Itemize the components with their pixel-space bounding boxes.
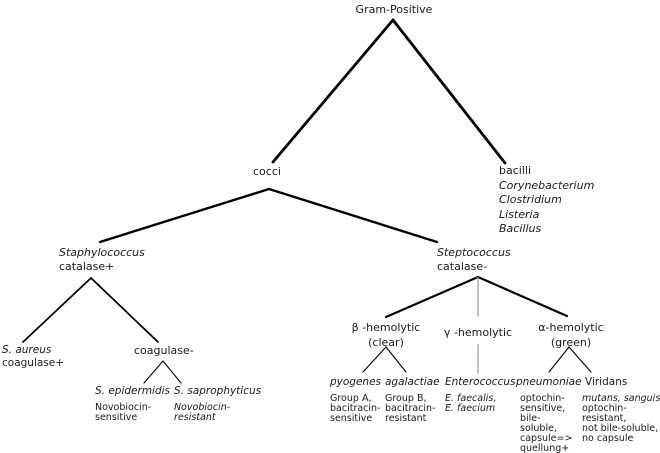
node-s-epidermidis: S. epidermidis Novobiocin- sensitive [95,385,170,423]
desc-line: sensitive [330,413,373,424]
desc-line: quellung+ [520,443,570,453]
edge-staph-coagulase-neg [90,277,159,343]
desc-line: sensitive [95,412,138,423]
test-label: catalase- [437,260,488,273]
edge-root-cocci [271,18,395,164]
species-name: S. saprophyticus [174,385,262,397]
desc-line: Group A, [330,393,372,404]
species-line: mutans, sanguis [582,393,660,404]
edge-coagneg-saprophyticus [162,360,182,384]
node-enterococcus: Enterococcus E. faecalis, E. faecium [445,376,515,414]
edge-staph-aureus [22,277,92,343]
test-label: catalase+ [59,260,115,273]
node-staphylococcus: Staphylococcus catalase+ [59,246,145,274]
bacilli-genus: Clostridium [499,193,562,206]
desc-line: bile- [520,413,541,424]
genus-name: Steptococcus [437,246,511,259]
node-pyogenes: pyogenes Group A, bacitracin- sensitive [330,376,381,424]
edge-cocci-staphylococcus [98,187,271,244]
node-pneumoniae: pneumoniae optochin- sensitive, bile- so… [516,376,582,453]
edge-coagneg-epidermidis [143,360,164,384]
bacilli-label: bacilli [499,164,531,177]
genus-name: Staphylococcus [59,246,145,259]
species-name: agalactiae [385,376,440,388]
desc-line: Novobiocin- [95,402,152,413]
edge-cocci-steptococcus [267,187,439,244]
node-bacilli: bacilli Corynebacterium Clostridium List… [499,164,594,237]
hemolysis-sub: (green) [550,336,592,349]
node-steptococcus: Steptococcus catalase- [437,246,511,274]
edge-alpha-viridans [568,346,592,373]
group-name: Viridans [585,376,628,388]
desc-line: capsule=> [520,433,573,444]
edge-root-bacilli [391,18,507,165]
desc-line: bacitracin- [330,403,381,414]
species-name: S. aureus [2,344,52,356]
node-cocci: cocci [253,165,281,178]
species-line: E. faecalis, [445,393,497,404]
node-gram-positive: Gram-Positive [355,3,433,16]
desc-line: resistant [385,413,427,424]
desc-line: optochin- [582,403,627,414]
hemolysis-label: β -hemolytic [351,321,421,334]
bacilli-genus: Corynebacterium [499,178,595,192]
genus-name: Enterococcus [445,376,516,388]
desc-line: not bile-soluble, [582,423,659,434]
desc-line: Group B, [385,393,427,404]
edge-alpha-pneumoniae [548,346,570,373]
desc-line: resistant, [582,413,627,424]
edge-beta-agalactiae [385,346,407,373]
desc-line: soluble, [520,423,557,434]
node-alpha-hemolytic: α-hemolytic (green) [521,320,621,350]
species-name: pyogenes [330,376,382,388]
node-s-aureus: S. aureus coagulase+ [2,344,64,369]
node-coagulase-negative: coagulase- [134,344,194,357]
node-viridans: Viridans mutans, sanguis optochin- resis… [582,376,660,444]
hemolysis-sub: (clear) [368,336,404,349]
desc-line: bacitracin- [385,403,436,414]
species-name: pneumoniae [516,376,582,388]
hemolysis-label: α-hemolytic [538,321,604,334]
edge-stepto-beta [384,275,480,319]
edge-stepto-alpha [476,275,569,318]
bacilli-genus: Listeria [499,207,540,221]
node-beta-hemolytic: β -hemolytic (clear) [336,320,436,350]
desc-line: no capsule [582,433,634,444]
species-line: E. faecium [445,403,496,414]
bacilli-genus: Bacillus [499,222,542,235]
species-name: S. epidermidis [95,385,171,397]
node-agalactiae: agalactiae Group B, bacitracin- resistan… [385,376,440,424]
desc-line: optochin- [520,393,565,404]
node-s-saprophyticus: S. saprophyticus Novobiocin- resistant [174,385,261,423]
test-label: coagulase+ [2,356,65,369]
edge-beta-pyogenes [362,346,387,373]
desc-line: Novobiocin- [174,402,231,413]
desc-line: resistant [174,412,216,423]
node-gamma-hemolytic: γ -hemolytic [443,326,513,339]
desc-line: sensitive, [520,403,566,414]
